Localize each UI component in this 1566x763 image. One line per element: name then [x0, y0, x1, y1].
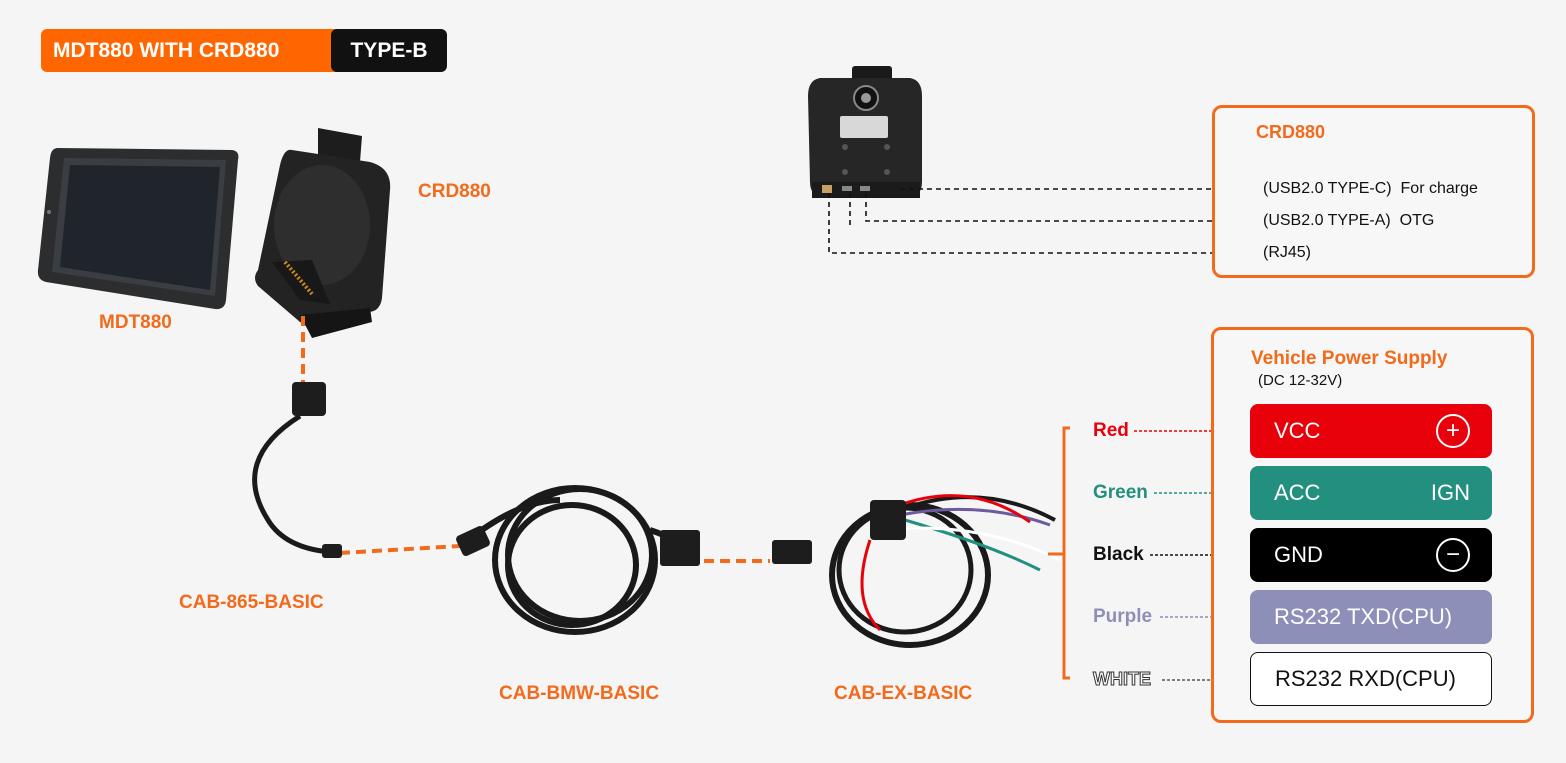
crd880-box-title: CRD880	[1256, 122, 1326, 142]
signal-vcc: VCC +	[1250, 404, 1492, 458]
minus-icon: −	[1436, 538, 1470, 572]
plus-icon: +	[1436, 414, 1470, 448]
cable-865-label: CAB-865-BASIC	[179, 592, 324, 613]
power-box-title: Vehicle Power Supply	[1251, 348, 1448, 369]
diagram-title: MDT880 WITH CRD880	[53, 38, 280, 62]
port-usb-a: (USB2.0 TYPE-A) OTG	[1263, 212, 1435, 229]
wire-label-white: WHITE	[1093, 669, 1152, 690]
wire-label-black: Black	[1093, 544, 1144, 565]
cable-ex-image	[829, 494, 1061, 648]
wire-label-purple: Purple	[1093, 606, 1153, 627]
cradle-label: CRD880	[418, 181, 491, 202]
crd880-port-box	[1212, 105, 1535, 278]
signal-txd: RS232 TXD(CPU)	[1250, 590, 1492, 644]
cradle-image	[255, 128, 391, 338]
cable-bmw-image	[466, 485, 683, 635]
cable-bmw-label: CAB-BMW-BASIC	[499, 683, 660, 704]
signal-rxd: RS232 RXD(CPU)	[1250, 652, 1492, 706]
wire-bracket	[1048, 426, 1070, 680]
wire-label-green: Green	[1093, 482, 1148, 503]
device-link-lines	[301, 316, 770, 563]
wire-label-red: Red	[1093, 420, 1129, 441]
cable-865-image	[252, 382, 342, 558]
cradle-back-image	[808, 66, 922, 198]
cable-ex-label: CAB-EX-BASIC	[834, 683, 973, 704]
diagram-title-badge: MDT880 WITH CRD880 TYPE-B	[41, 29, 447, 72]
tablet-label: MDT880	[99, 312, 172, 333]
type-tag: TYPE-B	[331, 29, 447, 72]
tablet-image	[37, 148, 239, 310]
power-box-subtitle: (DC 12-32V)	[1258, 372, 1343, 389]
port-usb-c: (USB2.0 TYPE-C) For charge	[1263, 180, 1478, 197]
signal-acc: ACC IGN	[1250, 466, 1492, 520]
signal-gnd: GND −	[1250, 528, 1492, 582]
port-rj45: (RJ45)	[1263, 244, 1312, 261]
port-leader-lines	[828, 188, 1263, 254]
